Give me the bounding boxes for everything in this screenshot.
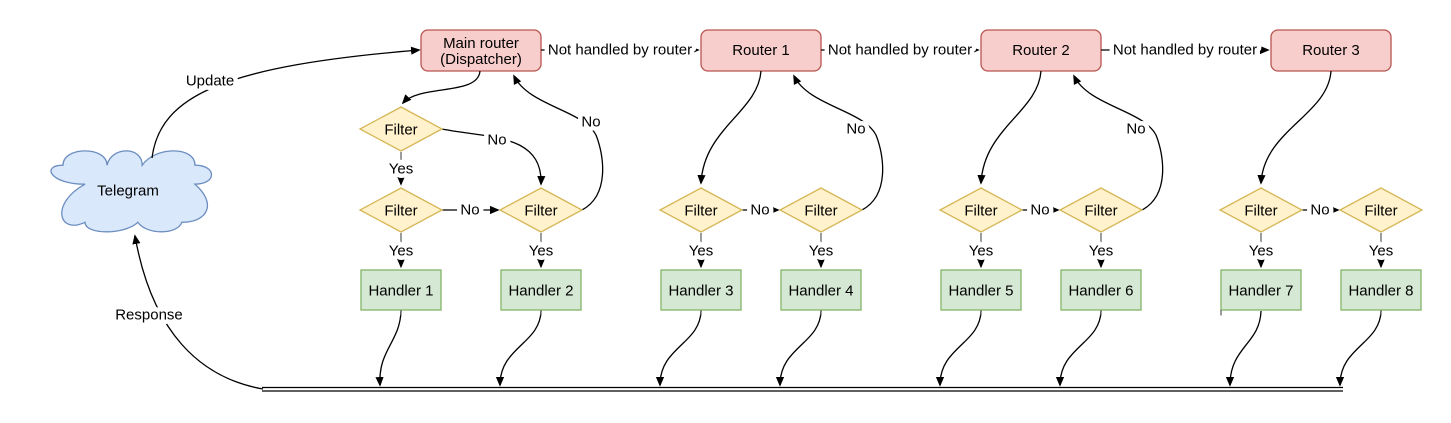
no-label-router2-between: No — [1030, 202, 1049, 219]
handler-3-label: Handler 3 — [668, 283, 733, 300]
update-label: Update — [186, 73, 234, 90]
handler-6-label: Handler 6 — [1068, 283, 1133, 300]
handler-1-bus-edge — [375, 310, 402, 387]
handler-1-node — [360, 269, 442, 311]
handler-3-bus-edge — [655, 310, 702, 387]
filter-dispatcher-2 — [498, 187, 584, 233]
handler-7-node — [1220, 269, 1302, 311]
router-2-return-no-edge — [1073, 74, 1164, 211]
dispatcher-return-no-edge — [513, 74, 604, 211]
router-2-cluster — [938, 70, 1164, 233]
update-edge — [151, 46, 421, 159]
labels: Telegram Main router (Dispatcher) Router… — [97, 35, 1413, 328]
filter-router2-1 — [938, 187, 1024, 233]
router-3-label: Router 3 — [1302, 42, 1360, 59]
handler-7-bus-edge — [1225, 310, 1262, 387]
filter-router3-2 — [1338, 187, 1424, 233]
not-handled-label-3: Not handled by router — [1113, 42, 1257, 59]
no-label-router1-between: No — [750, 202, 769, 219]
no-label-dispatcher-between: No — [460, 202, 479, 219]
filter-router2-2 — [1058, 187, 1144, 233]
filter-router3-1 — [1218, 187, 1304, 233]
no-label-router3-between: No — [1310, 202, 1329, 219]
router-2-label: Router 2 — [1012, 42, 1070, 59]
handler-7-label: Handler 7 — [1228, 283, 1293, 300]
handler-8-label: Handler 8 — [1348, 283, 1413, 300]
dispatcher-to-filter-edge — [401, 70, 481, 105]
yes-label-8: Yes — [1369, 243, 1393, 260]
filter-yes-connectors — [396, 233, 1386, 269]
handler-2-label: Handler 2 — [508, 283, 573, 300]
router-3-to-filter-edge — [1257, 70, 1332, 185]
telegram-node — [50, 150, 213, 233]
not-handled-label-2: Not handled by router — [828, 42, 972, 59]
main-router-label-line1: Main router — [443, 35, 519, 52]
yes-label-dispatcher-top: Yes — [389, 161, 413, 178]
filter-router1-1 — [658, 187, 744, 233]
telegram-cloud-shape — [50, 150, 213, 233]
yes-label-1: Yes — [389, 243, 413, 260]
response-label: Response — [115, 307, 183, 324]
no-label-dispatcher-return: No — [581, 114, 600, 131]
handler-4-label: Handler 4 — [788, 283, 853, 300]
yes-label-4: Yes — [809, 243, 833, 260]
handler-1-label: Handler 1 — [368, 283, 433, 300]
telegram-label: Telegram — [97, 183, 159, 200]
router-1-cluster — [658, 70, 884, 233]
handler-bus-connectors — [375, 310, 1382, 387]
router-1-return-no-edge — [793, 74, 884, 211]
handler-2-node — [500, 269, 582, 311]
yes-label-3: Yes — [689, 243, 713, 260]
router-2-to-filter-edge — [977, 70, 1042, 185]
filter-label-router3-2: Filter — [1364, 203, 1397, 220]
handler-6-bus-edge — [1055, 310, 1102, 387]
filter-label-router2-2: Filter — [1084, 203, 1117, 220]
handler-5-label: Handler 5 — [948, 283, 1013, 300]
yes-label-2: Yes — [529, 243, 553, 260]
filter-dispatcher-top — [358, 106, 444, 152]
router-row — [420, 29, 1392, 72]
handler-row — [360, 269, 1422, 311]
handler-8-node — [1340, 269, 1422, 311]
yes-label-5: Yes — [969, 243, 993, 260]
filter-label-router3-1: Filter — [1244, 203, 1277, 220]
handler-4-bus-edge — [775, 310, 822, 387]
filter-router1-2 — [778, 187, 864, 233]
handler-2-bus-edge — [495, 310, 542, 387]
yes-label-7: Yes — [1249, 243, 1273, 260]
response-edge — [132, 234, 264, 390]
main-router-label-line2: (Dispatcher) — [440, 51, 522, 68]
filter-label-dispatcher-2: Filter — [524, 203, 557, 220]
filter-label-router1-2: Filter — [804, 203, 837, 220]
no-label-dispatcher-top: No — [487, 132, 506, 149]
filter-dispatcher-1 — [358, 187, 444, 233]
router-1-label: Router 1 — [732, 42, 790, 59]
filter-label-router1-1: Filter — [684, 203, 717, 220]
router-1-to-filter-edge — [697, 70, 762, 185]
router-3-cluster — [1218, 70, 1424, 233]
filter-label-dispatcher-1: Filter — [384, 203, 417, 220]
yes-label-6: Yes — [1089, 243, 1113, 260]
filter-label-dispatcher-top: Filter — [384, 122, 417, 139]
dispatcher-cluster — [358, 70, 604, 233]
not-handled-label-1: Not handled by router — [548, 42, 692, 59]
no-label-router1-return: No — [846, 121, 865, 138]
filter-label-router2-1: Filter — [964, 203, 997, 220]
no-label-router2-return: No — [1126, 121, 1145, 138]
handler-5-bus-edge — [935, 310, 982, 387]
handler-8-bus-edge — [1335, 310, 1382, 387]
dispatcher-top-filter-no-edge — [441, 128, 546, 186]
